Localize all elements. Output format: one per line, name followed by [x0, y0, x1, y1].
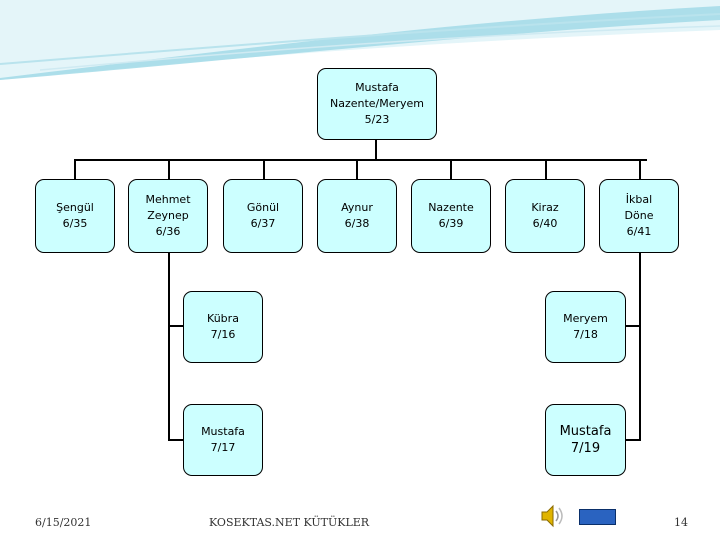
child-name: Şengül: [56, 201, 94, 214]
child-node: Mehmet Zeynep 6/36: [128, 179, 208, 253]
grandchild-code: 7/17: [210, 441, 236, 454]
connector: [639, 253, 641, 441]
child-code: 6/38: [344, 217, 370, 230]
child-code: 6/37: [250, 217, 276, 230]
root-name: Mustafa: [355, 81, 399, 94]
grandchild-name: Mustafa: [559, 424, 612, 439]
root-node: Mustafa Nazente/Meryem 5/23: [317, 68, 437, 140]
header-swoosh-decoration: [0, 0, 720, 80]
grandchild-name: Kübra: [207, 312, 239, 325]
connector: [626, 439, 640, 441]
connector: [74, 159, 647, 161]
child-code: 6/35: [62, 217, 88, 230]
root-code: 5/23: [364, 113, 390, 126]
child-name: Nazente: [428, 201, 474, 214]
grandchild-name: Mustafa: [201, 425, 245, 438]
child-node: Gönül 6/37: [223, 179, 303, 253]
grandchild-node: Mustafa 7/17: [183, 404, 263, 476]
page-number: 14: [674, 516, 688, 529]
grandchild-name: Meryem: [563, 312, 608, 325]
grandchild-node: Mustafa 7/19: [545, 404, 626, 476]
child-node: Kiraz 6/40: [505, 179, 585, 253]
child-node: İkbal Döne 6/41: [599, 179, 679, 253]
child-code: 6/39: [438, 217, 464, 230]
child-code: 6/40: [532, 217, 558, 230]
connector: [168, 159, 170, 179]
child-node: Şengül 6/35: [35, 179, 115, 253]
connector: [356, 159, 358, 179]
child-code: 6/36: [155, 225, 181, 238]
child-name: Aynur: [341, 201, 373, 214]
child-name: Kiraz: [531, 201, 559, 214]
connector: [375, 140, 377, 160]
footer-site: KOSEKTAS.NET KÜTÜKLER: [209, 516, 370, 529]
child-name: Gönül: [246, 201, 280, 214]
connector: [639, 159, 641, 179]
footer-date: 6/15/2021: [35, 516, 92, 529]
connector: [168, 439, 183, 441]
grandchild-node: Meryem 7/18: [545, 291, 626, 363]
connector: [450, 159, 452, 179]
speaker-icon[interactable]: [538, 502, 568, 530]
grandchild-code: 7/18: [573, 328, 598, 341]
connector: [74, 159, 76, 179]
connector: [168, 253, 170, 441]
connector: [545, 159, 547, 179]
child-code: 6/41: [626, 225, 652, 238]
connector: [168, 325, 183, 327]
grandchild-code: 7/19: [570, 441, 601, 456]
grandchild-node: Kübra 7/16: [183, 291, 263, 363]
connector: [626, 325, 640, 327]
grandchild-code: 7/16: [210, 328, 236, 341]
child-name: Mehmet: [145, 193, 191, 206]
child-name: İkbal: [625, 193, 653, 206]
child-spouse: Döne: [624, 209, 654, 222]
child-node: Aynur 6/38: [317, 179, 397, 253]
child-node: Nazente 6/39: [411, 179, 491, 253]
nav-button[interactable]: [579, 509, 616, 525]
root-spouses: Nazente/Meryem: [329, 97, 425, 110]
child-spouse: Zeynep: [147, 209, 189, 222]
connector: [263, 159, 265, 179]
